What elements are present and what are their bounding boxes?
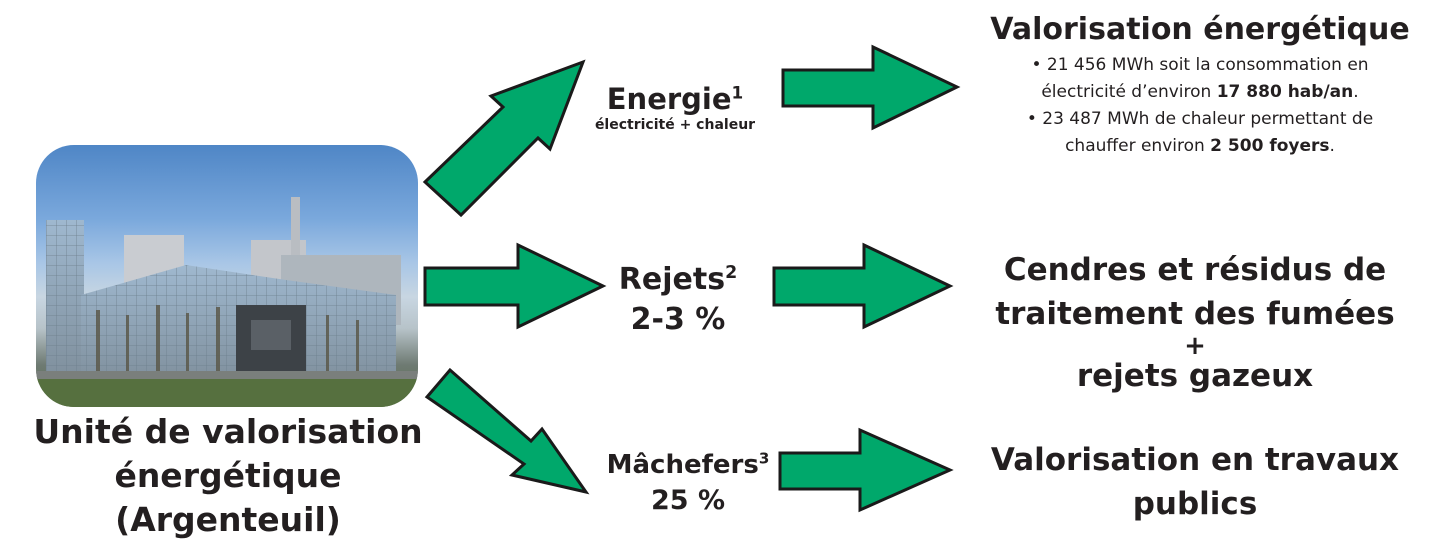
flow-machefers-percent: 25 % <box>650 485 726 516</box>
outcome-rejets-line2: traitement des fumées <box>995 296 1395 332</box>
outcome-machefers-line1: Valorisation en travaux <box>990 442 1400 478</box>
outcome-energy-bullet-1: • 21 456 MWh soit la consommation en éle… <box>1031 55 1369 102</box>
outcome-machefers: Valorisation en travaux publics <box>950 438 1440 526</box>
flow-rejets-footnote: 2 <box>725 263 738 283</box>
outcome-energy: Valorisation énergétique • 21 456 MWh so… <box>960 8 1440 160</box>
plant-label: Unité de valorisation énergétique (Argen… <box>0 410 456 542</box>
arrow-to-energie <box>422 59 586 218</box>
bullet-1-bold: 17 880 hab/an <box>1216 82 1354 102</box>
bullet-1-after: . <box>1353 82 1359 102</box>
outcome-energy-bullet-2: • 23 487 MWh de chaleur permettant de ch… <box>1026 109 1374 156</box>
outcome-rejets: Cendres et résidus de traitement des fum… <box>950 248 1440 396</box>
flow-rejets-percent: 2-3 % <box>630 302 726 337</box>
bullet-1-line1: 21 456 MWh soit la consommation en <box>1046 55 1369 75</box>
bullet-2-line2: chauffer environ <box>1065 136 1211 156</box>
bullet-2-bold: 2 500 foyers <box>1210 136 1330 156</box>
outcome-rejets-plus: + <box>1184 331 1206 361</box>
arrow-to-valorisation-energetique <box>781 44 961 131</box>
outcome-energy-title: Valorisation énergétique <box>990 12 1410 47</box>
outcome-rejets-line3: rejets gazeux <box>1076 358 1314 394</box>
plant-label-line1: Unité de valorisation <box>33 412 423 451</box>
flow-rejets-label: Rejets <box>618 262 726 297</box>
plant-illustration <box>36 197 418 407</box>
bullet-1-line2: électricité d’environ <box>1041 82 1217 102</box>
flow-machefers-label: Mâchefers <box>606 450 759 480</box>
plant-label-line2: énergétique (Argenteuil) <box>114 456 342 539</box>
flow-energie: Energie1 électricité + chaleur <box>570 82 780 134</box>
arrow-to-machefers <box>424 367 590 495</box>
flow-arrows <box>422 44 961 513</box>
bullet-2-line1: 23 487 MWh de chaleur permettant de <box>1042 109 1374 129</box>
outcome-rejets-line1: Cendres et résidus de <box>1003 252 1387 288</box>
flow-machefers: Mâchefers3 25 % <box>578 447 798 519</box>
outcome-machefers-line2: publics <box>1132 486 1258 522</box>
flow-energie-footnote: 1 <box>731 82 744 103</box>
bullet-2-after: . <box>1329 136 1335 156</box>
flow-rejets: Rejets2 2-3 % <box>588 260 768 340</box>
arrow-to-travaux-publics <box>778 427 954 513</box>
plant-photo <box>36 145 418 407</box>
flow-machefers-footnote: 3 <box>758 449 770 468</box>
flow-energie-sublabel: électricité + chaleur <box>594 117 756 133</box>
arrow-to-cendres <box>772 242 954 330</box>
flow-energie-label: Energie <box>606 82 732 116</box>
arrow-to-rejets <box>423 242 607 330</box>
